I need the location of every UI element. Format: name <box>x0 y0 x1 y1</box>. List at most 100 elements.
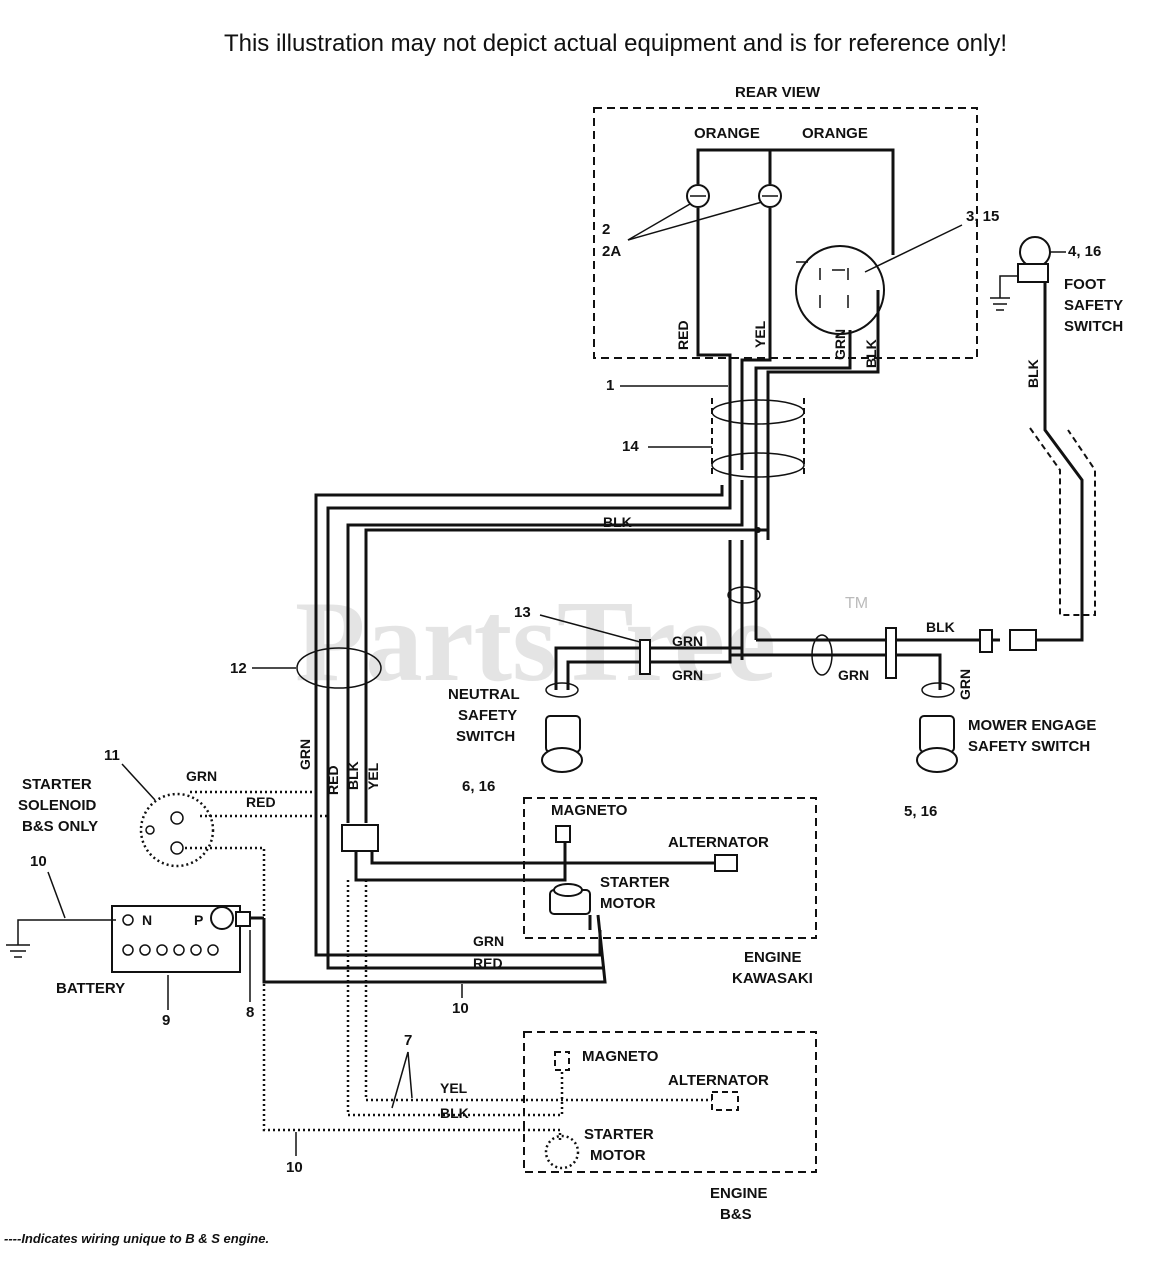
grn-label-13b: GRN <box>672 667 703 683</box>
harness-red-main <box>314 485 724 957</box>
harness-clamp-mid <box>811 634 833 676</box>
yel-dotted-bs <box>364 880 712 1102</box>
leader-3-15 <box>864 224 963 273</box>
starter-solenoid-label-2: SOLENOID <box>18 797 97 814</box>
callout-7: 7 <box>404 1032 412 1049</box>
neutral-switch-clamp <box>545 682 579 698</box>
engine-kawasaki-box <box>523 797 817 939</box>
connector-foot <box>1009 629 1037 651</box>
callout-13: 13 <box>514 604 531 621</box>
neutral-switch-plunger <box>541 747 583 773</box>
harness-sleeve <box>711 398 805 476</box>
leader-2 <box>627 203 691 241</box>
mower-switch-clamp <box>921 682 955 698</box>
starter-kawasaki-label-1: STARTER <box>600 874 670 891</box>
mower-switch-plunger <box>916 747 958 773</box>
blk-wire-rear <box>766 290 880 540</box>
foot-safety-switch-base <box>1017 263 1049 283</box>
leader-13 <box>539 614 641 643</box>
callout-5-16: 5, 16 <box>904 803 937 820</box>
grn-label-13a: GRN <box>672 633 703 649</box>
starter-solenoid <box>139 792 215 868</box>
callout-11: 11 <box>104 747 120 764</box>
battery-cable-clamp <box>235 911 251 927</box>
connector-blk <box>979 629 993 653</box>
harness-yel <box>364 528 768 823</box>
starter-bs-label-2: MOTOR <box>590 1147 646 1164</box>
rear-view-title: REAR VIEW <box>735 84 821 101</box>
alternator-kawasaki <box>714 854 738 872</box>
yel-rear-label: YEL <box>752 320 768 348</box>
alternator-bs-label: ALTERNATOR <box>668 1072 769 1089</box>
magneto-bs-label: MAGNETO <box>582 1048 659 1065</box>
callout-10-mid: 10 <box>452 1000 469 1017</box>
blk-bs-label: BLK <box>440 1105 469 1121</box>
engine-bs-label-1: ENGINE <box>710 1185 768 1202</box>
foot-safety-label-1: FOOT <box>1064 276 1106 293</box>
engine-bs-label-2: B&S <box>720 1206 752 1223</box>
red-vertical-label: RED <box>325 765 341 795</box>
footnote: ----Indicates wiring unique to B & S eng… <box>4 1231 269 1246</box>
battery-terminal-n <box>122 914 134 926</box>
foot-switch-ground <box>990 275 1018 311</box>
callout-2a: 2A <box>602 243 621 260</box>
battery-dotted-10 <box>185 846 562 1140</box>
watermark: PartsTree <box>295 578 776 705</box>
callout-10-bottom: 10 <box>286 1159 303 1176</box>
callout-2: 2 <box>602 221 610 238</box>
battery-ground <box>6 919 116 958</box>
battery-terminal-p <box>210 906 234 930</box>
leader-7a <box>391 1051 409 1109</box>
mower-engage-label-2: SAFETY SWITCH <box>968 738 1090 755</box>
battery-label: BATTERY <box>56 980 125 997</box>
callout-10-left: 10 <box>30 853 47 870</box>
alternator-wire <box>370 851 715 865</box>
connector-mid <box>885 627 897 679</box>
solenoid-terminal-3 <box>145 825 155 835</box>
callout-9: 9 <box>162 1012 170 1029</box>
leader-2a <box>627 201 763 241</box>
magneto-wire <box>354 840 567 882</box>
blk-harness-label: BLK <box>603 514 632 530</box>
watermark-trademark: TM <box>845 595 868 612</box>
blk-vertical-label: BLK <box>345 761 361 790</box>
callout-1: 1 <box>606 377 614 394</box>
ignition-switch-contacts <box>819 268 849 308</box>
engine-kawasaki-label-1: ENGINE <box>744 949 802 966</box>
orange-wire-2 <box>768 148 895 255</box>
red-bottom-label: RED <box>473 955 503 971</box>
grn-wire-rear <box>754 330 852 640</box>
callout-12: 12 <box>230 660 247 677</box>
magneto-bs <box>554 1051 570 1071</box>
rear-view-box <box>593 107 978 359</box>
engine-bs-box <box>523 1031 817 1173</box>
connector-13 <box>639 639 651 675</box>
starter-solenoid-label-1: STARTER <box>22 776 92 793</box>
blk-right-label: BLK <box>926 619 955 635</box>
yel-vertical-label: YEL <box>365 762 381 790</box>
foot-safety-switch <box>1019 236 1051 268</box>
foot-wire-sleeve <box>1029 427 1096 616</box>
yel-wire-rear <box>740 208 772 470</box>
grn-mower-label-h: GRN <box>838 667 869 683</box>
disclaimer-text: This illustration may not depict actual … <box>223 30 1008 57</box>
neutral-safety-label-1: NEUTRAL <box>448 686 520 703</box>
starter-motor-kawasaki-cap <box>553 883 583 897</box>
callout-6-16: 6, 16 <box>462 778 495 795</box>
ignition-switch <box>795 245 885 335</box>
orange-wire-label-right: ORANGE <box>802 125 868 142</box>
engine-kawasaki-label-2: KAWASAKI <box>732 970 813 987</box>
harness-blk <box>346 480 744 823</box>
neutral-safety-label-2: SAFETY <box>458 707 517 724</box>
alternator-bs <box>711 1091 739 1111</box>
mower-engage-safety-switch <box>919 715 955 753</box>
starter-solenoid-label-3: B&S ONLY <box>22 818 98 835</box>
callout-4-16: 4, 16 <box>1068 243 1101 260</box>
foot-safety-label-2: SAFETY <box>1064 297 1123 314</box>
red-wire-rear <box>696 208 732 490</box>
splice <box>755 527 761 533</box>
neutral-safety-label-3: SWITCH <box>456 728 515 745</box>
battery-n-label: N <box>142 912 152 928</box>
grn-bottom-label: GRN <box>473 933 504 949</box>
blk-foot-label: BLK <box>1025 359 1041 388</box>
